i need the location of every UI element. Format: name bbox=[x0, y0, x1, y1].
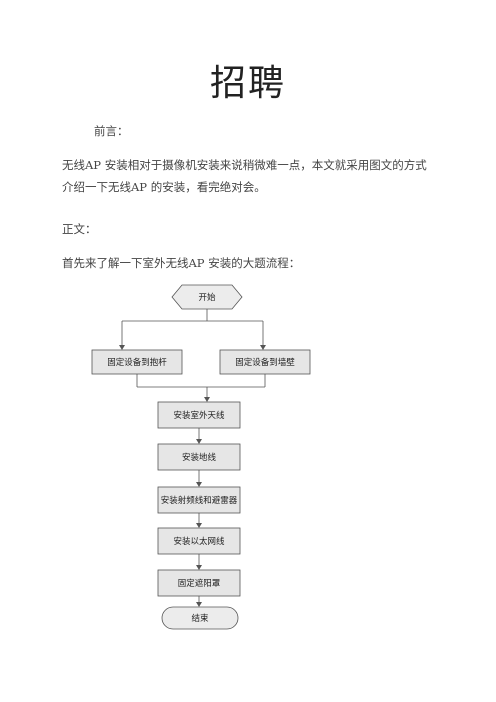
flow-branch-left-label: 固定设备到抱杆 bbox=[107, 357, 167, 368]
intro-label: 前言： bbox=[94, 124, 129, 138]
flow-step-2-label: 安装地线 bbox=[182, 452, 217, 463]
body-paragraph: 首先来了解一下室外无线AP 安装的大题流程： bbox=[62, 256, 301, 270]
intro-paragraph: 无线AP 安装相对于摄像机安装来说稍微难一点，本文就采用图文的方式介绍一下无线A… bbox=[62, 158, 427, 194]
flow-step-4-label: 安装以太网线 bbox=[173, 536, 225, 547]
flow-step-4: 安装以太网线 bbox=[157, 527, 241, 555]
document-title: 招聘 bbox=[209, 63, 286, 104]
flow-step-3-label: 安装射频线和避雷器 bbox=[161, 495, 238, 506]
flow-end: 结束 bbox=[161, 606, 239, 630]
flow-branch-left: 固定设备到抱杆 bbox=[91, 349, 183, 375]
flow-branch-right-label: 固定设备到墙壁 bbox=[235, 357, 295, 368]
flow-step-1: 安装室外天线 bbox=[157, 401, 241, 429]
flow-start-label: 开始 bbox=[198, 292, 216, 303]
flow-step-2: 安装地线 bbox=[157, 443, 241, 471]
flow-branch-right: 固定设备到墙壁 bbox=[219, 349, 311, 375]
flow-step-5-label: 固定遮阳罩 bbox=[178, 578, 221, 589]
flow-end-label: 结束 bbox=[191, 613, 209, 624]
flow-step-3: 安装射频线和避雷器 bbox=[157, 486, 241, 514]
flow-start: 开始 bbox=[171, 284, 243, 310]
flow-step-5: 固定遮阳罩 bbox=[157, 569, 241, 597]
body-label: 正文： bbox=[62, 222, 97, 236]
installation-flowchart: 开始 固定设备到抱杆 固定设备到墙壁 安装室外天线 安装地线 安装射频线和避雷器 bbox=[91, 284, 311, 630]
flow-step-1-label: 安装室外天线 bbox=[173, 410, 225, 421]
